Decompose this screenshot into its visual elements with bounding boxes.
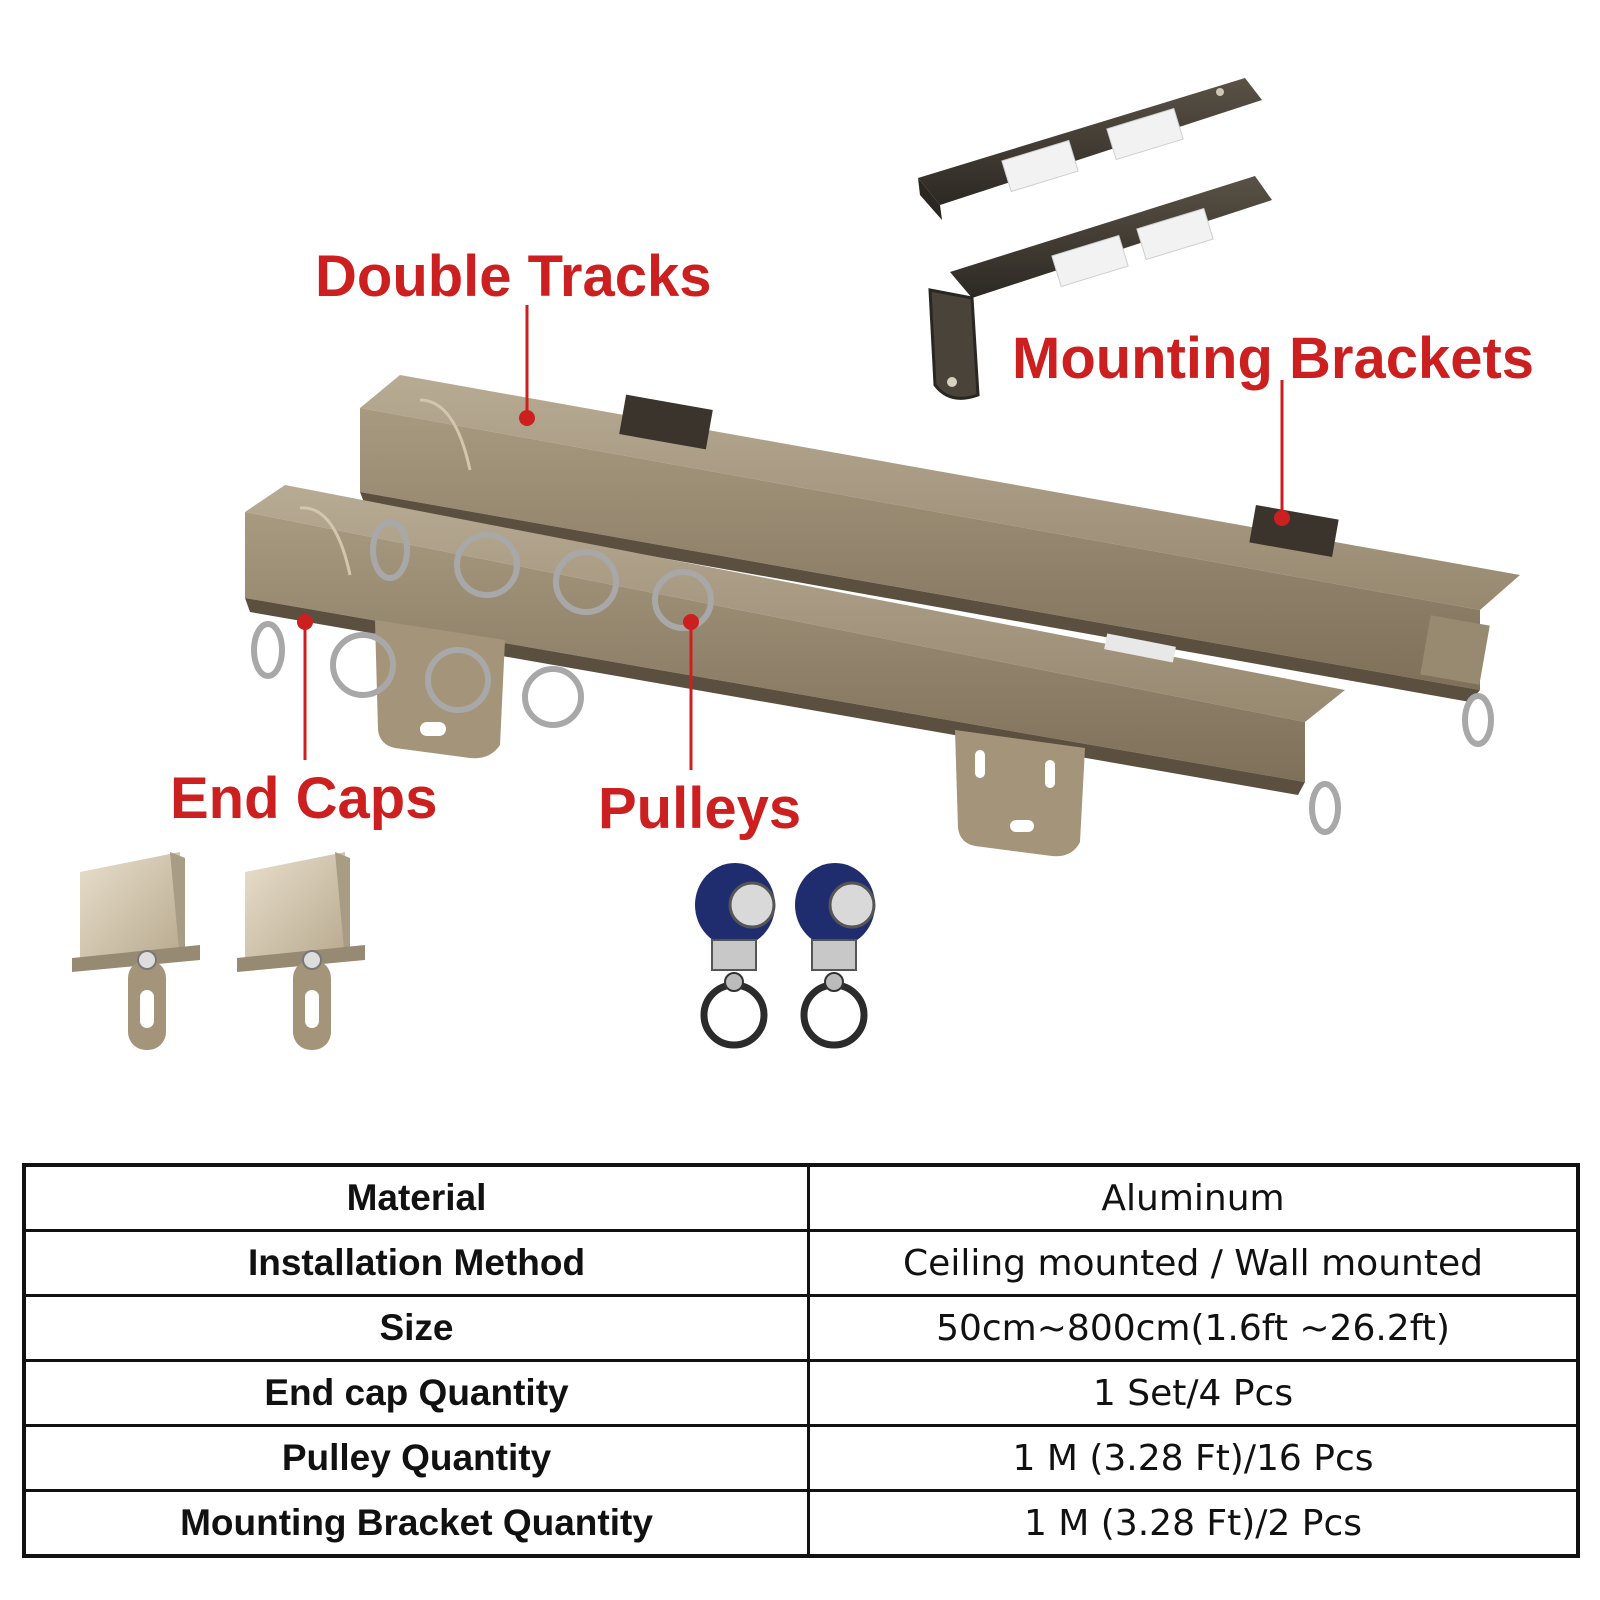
spec-value: 50cm~800cm(1.6ft ~26.2ft) (807, 1294, 1580, 1362)
pulley-wheel-icon (695, 863, 776, 1049)
table-row: Material Aluminum (22, 1163, 1580, 1232)
callout-lines (303, 305, 1284, 770)
product-illustration (72, 78, 1520, 1050)
label-double-tracks: Double Tracks (315, 244, 712, 309)
spec-value: 1 M (3.28 Ft)/2 Pcs (807, 1489, 1580, 1558)
spec-value: 1 Set/4 Pcs (807, 1359, 1580, 1427)
spec-label: Mounting Bracket Quantity (22, 1489, 810, 1558)
double-track-rail-icon (360, 375, 1520, 702)
label-end-caps: End Caps (170, 766, 438, 831)
spec-table: Material Aluminum Installation Method Ce… (22, 1163, 1580, 1558)
label-pulleys: Pulleys (598, 776, 802, 841)
ring-hook-icon (251, 621, 1341, 835)
spec-label: Material (22, 1163, 810, 1232)
product-figure: Double Tracks Mounting Brackets End Caps… (72, 78, 1535, 1050)
spec-label: Installation Method (22, 1229, 810, 1297)
table-row: Pulley Quantity 1 M (3.28 Ft)/16 Pcs (22, 1424, 1580, 1492)
ring-hook-icon (370, 519, 1494, 747)
mounting-bracket-icon (918, 78, 1262, 220)
spec-label: Pulley Quantity (22, 1424, 810, 1492)
callout-dots (297, 410, 1290, 630)
table-row: Size 50cm~800cm(1.6ft ~26.2ft) (22, 1294, 1580, 1362)
spec-value: Aluminum (807, 1163, 1580, 1232)
end-cap-icon (237, 852, 365, 1050)
table-row: End cap Quantity 1 Set/4 Pcs (22, 1359, 1580, 1427)
pulley-wheel-icon (795, 863, 876, 1049)
spec-value: Ceiling mounted / Wall mounted (807, 1229, 1580, 1297)
mounting-bracket-l-icon (928, 176, 1272, 400)
spec-label: Size (22, 1294, 810, 1362)
spec-value: 1 M (3.28 Ft)/16 Pcs (807, 1424, 1580, 1492)
table-row: Installation Method Ceiling mounted / Wa… (22, 1229, 1580, 1297)
table-row: Mounting Bracket Quantity 1 M (3.28 Ft)/… (22, 1489, 1580, 1558)
spec-label: End cap Quantity (22, 1359, 810, 1427)
label-mounting-brackets: Mounting Brackets (1012, 326, 1535, 391)
end-cap-icon (72, 852, 200, 1050)
